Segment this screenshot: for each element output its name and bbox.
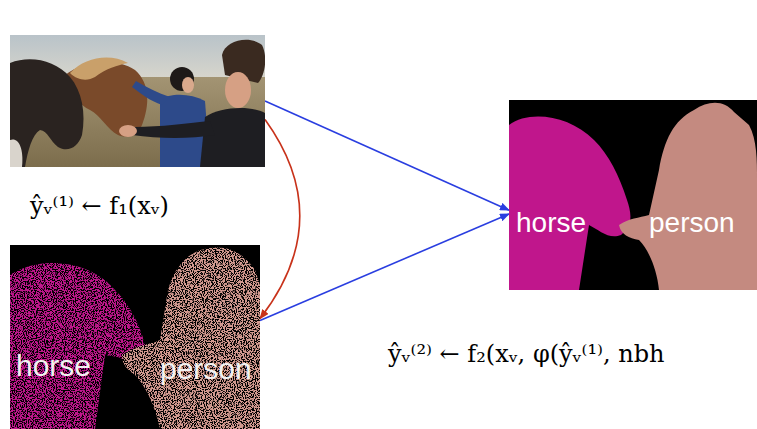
man-face bbox=[225, 72, 251, 108]
man-jacket bbox=[200, 108, 265, 167]
noisy-segmentation bbox=[10, 245, 260, 429]
horse-patch bbox=[10, 139, 22, 167]
background bbox=[10, 245, 260, 429]
woman-face bbox=[182, 77, 194, 93]
image-panel bbox=[10, 35, 265, 167]
clean-segmentation bbox=[509, 100, 757, 290]
man-hand bbox=[119, 125, 137, 137]
arrow-connector bbox=[260, 119, 300, 318]
man-arm bbox=[132, 121, 215, 138]
black-horse bbox=[10, 59, 84, 167]
background bbox=[509, 100, 757, 290]
class-label: horse bbox=[16, 349, 91, 382]
arrow-connector bbox=[265, 101, 509, 210]
class-label: person bbox=[160, 352, 252, 385]
class-label: horse bbox=[516, 208, 586, 239]
person-region bbox=[619, 103, 757, 290]
woman-arm bbox=[132, 81, 170, 105]
formula: ŷᵥ⁽²⁾ ← f₂(xᵥ, φ(ŷᵥ⁽¹⁾, nbh bbox=[388, 340, 665, 369]
class-label: person bbox=[649, 208, 735, 239]
image-panel: horse person bbox=[10, 245, 260, 429]
arrow-connector bbox=[260, 214, 509, 320]
horse-region bbox=[509, 117, 630, 290]
noise bbox=[10, 245, 260, 429]
photo-illustration bbox=[10, 35, 265, 167]
horse-mane bbox=[70, 58, 128, 80]
formula: ŷᵥ⁽¹⁾ ← f₁(xᵥ) bbox=[30, 192, 169, 221]
image-panel: horse person bbox=[509, 100, 757, 290]
